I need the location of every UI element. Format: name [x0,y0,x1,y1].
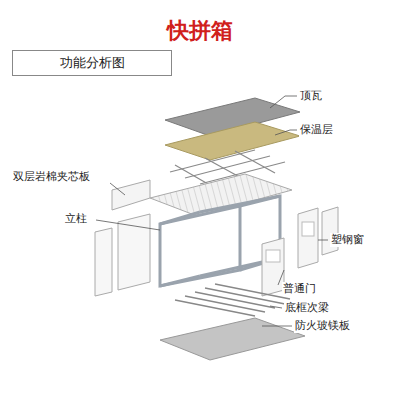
door [262,238,284,296]
page-title: 快拼箱 [167,16,233,46]
leader-line [96,96,328,326]
part-label: 塑钢窗 [330,233,365,247]
heading-box: 功能分析图 [12,50,172,76]
steel-window [298,208,318,268]
wall-panel [322,207,338,255]
insulation-layer [165,122,300,160]
part-label: 立柱 [64,212,88,226]
part-label: 双层岩棉夹芯板 [12,170,91,184]
part-label: 保温层 [299,123,334,137]
part-label: 防火玻镁板 [294,319,351,333]
wall-panel [118,214,150,290]
wall-panel [95,228,112,296]
part-label: 普通门 [282,282,317,296]
fire-board [160,318,305,360]
part-label: 顶瓦 [299,89,323,103]
part-label: 底框次梁 [284,301,330,315]
sandwich-panel [112,180,150,210]
heading-text: 功能分析图 [60,54,125,72]
floor-beam [175,284,290,316]
